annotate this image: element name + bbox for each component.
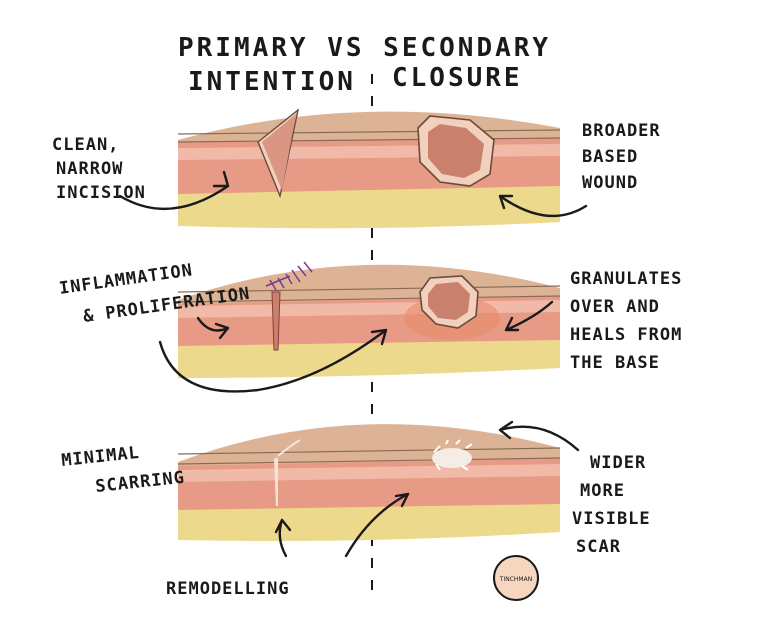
granulating-wound-bed bbox=[428, 282, 470, 320]
broad-wound-bed bbox=[428, 124, 484, 178]
minimal-scar-surface bbox=[277, 439, 301, 457]
label-granulates: GRANULATES OVER AND HEALS FROM THE BASE bbox=[570, 269, 682, 373]
wide-scar-texture bbox=[433, 439, 473, 471]
arrow-remodelling-right bbox=[344, 492, 410, 558]
arrow-inflammation-short bbox=[196, 316, 230, 340]
label-wider-scar: WIDER MORE VISIBLE SCAR bbox=[572, 453, 651, 557]
title-line-1: PRIMARY VS SECONDARY bbox=[178, 33, 551, 63]
label-clean-incision: CLEAN, NARROW INCISION bbox=[52, 135, 146, 203]
label-broader-wound-line-3: WOUND bbox=[582, 173, 638, 193]
label-granulates-line-1: GRANULATES bbox=[570, 269, 682, 289]
wide-scar bbox=[432, 448, 472, 468]
skin-panel-healing bbox=[177, 261, 561, 378]
label-wider-scar-line-3: VISIBLE bbox=[572, 509, 651, 529]
signature-text: TINCHMAN bbox=[499, 576, 532, 583]
label-minimal-scarring-line-2: SCARRING bbox=[94, 468, 185, 497]
skin-panel-initial bbox=[177, 108, 561, 229]
label-minimal-scarring: MINIMAL SCARRING bbox=[60, 443, 185, 497]
skin-panel-remodelled bbox=[177, 424, 561, 541]
label-clean-incision-line-3: INCISION bbox=[56, 183, 146, 203]
epidermis-line bbox=[177, 129, 561, 135]
arrow-granulates bbox=[504, 300, 554, 332]
label-clean-incision-line-2: NARROW bbox=[56, 159, 123, 179]
title-closure: CLOSURE bbox=[392, 63, 523, 93]
arrow-broad-wound bbox=[498, 194, 588, 218]
label-broader-wound-line-2: BASED bbox=[582, 147, 638, 167]
label-granulates-line-3: HEALS FROM bbox=[570, 325, 682, 345]
signature-badge: TINCHMAN bbox=[493, 555, 539, 601]
arrow-incision bbox=[118, 170, 230, 211]
dermis-line bbox=[177, 295, 561, 303]
dermis-line bbox=[177, 457, 561, 465]
label-granulates-line-4: THE BASE bbox=[570, 353, 660, 373]
arrow-wider-scar bbox=[498, 420, 580, 452]
arrow-proliferation bbox=[158, 328, 388, 393]
arrow-remodelling-left bbox=[274, 518, 292, 558]
label-remodelling: REMODELLING bbox=[166, 579, 290, 599]
sutures bbox=[265, 261, 313, 291]
label-broader-wound-line-1: BROADER bbox=[582, 121, 661, 141]
fat-layer bbox=[178, 184, 560, 229]
label-wider-scar-line-4: SCAR bbox=[576, 537, 621, 557]
incision-inner bbox=[262, 114, 296, 190]
fat-layer bbox=[178, 502, 560, 541]
sutured-incision bbox=[271, 291, 281, 351]
epidermis-line bbox=[177, 447, 561, 455]
label-wider-scar-line-1: WIDER bbox=[590, 453, 646, 473]
label-minimal-scarring-line-1: MINIMAL bbox=[60, 443, 140, 471]
signature-circle bbox=[493, 555, 539, 601]
minimal-scar bbox=[274, 458, 278, 506]
label-wider-scar-line-2: MORE bbox=[580, 481, 625, 501]
label-broader-wound: BROADER BASED WOUND bbox=[582, 121, 661, 193]
epidermis-layer bbox=[178, 111, 560, 142]
label-inflammation-line-1: INFLAMMATION bbox=[58, 260, 194, 299]
title-intention: INTENTION bbox=[188, 67, 356, 97]
label-granulates-line-2: OVER AND bbox=[570, 297, 660, 317]
dermis-line bbox=[177, 137, 561, 143]
label-clean-incision-line-1: CLEAN, bbox=[52, 135, 119, 155]
epidermis-line bbox=[177, 285, 561, 293]
